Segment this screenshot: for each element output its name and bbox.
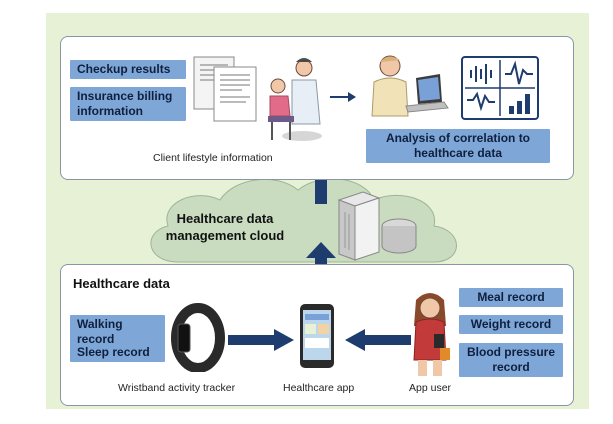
arrow-user-to-app xyxy=(345,329,411,351)
sleep-record-box: Sleep record xyxy=(70,343,165,362)
cloud-title: Healthcare data management cloud xyxy=(165,211,285,243)
weight-record-box: Weight record xyxy=(459,315,563,334)
app-caption: Healthcare app xyxy=(283,382,355,394)
analyst-icon xyxy=(371,55,449,117)
insurance-billing-box: Insurance billing information xyxy=(70,87,186,121)
document-icon xyxy=(193,56,257,122)
analysis-correlation-box: Analysis of correlation to healthcare da… xyxy=(366,129,550,163)
arrow-tracker-to-app xyxy=(228,329,294,351)
healthcare-data-heading: Healthcare data xyxy=(73,276,170,291)
meal-record-box: Meal record xyxy=(459,288,563,307)
arrow-to-analysis xyxy=(330,92,356,102)
smartphone-icon xyxy=(300,304,334,368)
client-lifestyle-caption: Client lifestyle information xyxy=(153,152,273,164)
doctor-patient-icon xyxy=(268,58,322,141)
cloud-shape xyxy=(150,178,457,263)
server-icon xyxy=(337,191,417,261)
app-user-icon xyxy=(413,293,450,376)
tracker-caption: Wristband activity tracker xyxy=(118,382,236,394)
blood-pressure-record-box: Blood pressure record xyxy=(459,343,563,377)
user-caption: App user xyxy=(409,382,452,394)
wristband-tracker-icon xyxy=(171,303,225,372)
analytics-charts-icon xyxy=(461,56,539,120)
checkup-results-box: Checkup results xyxy=(70,60,186,79)
